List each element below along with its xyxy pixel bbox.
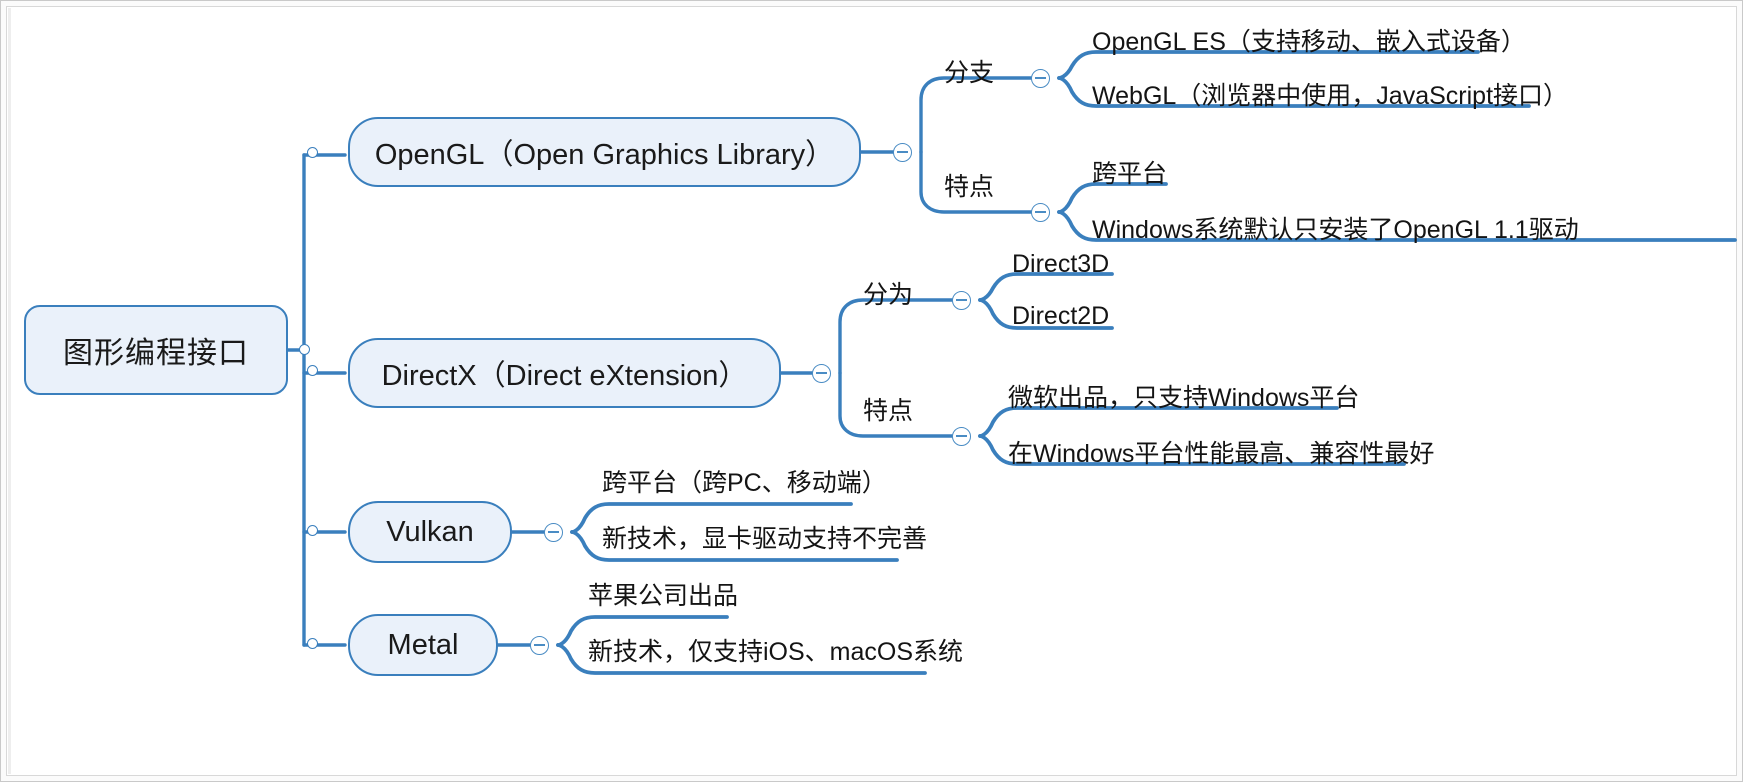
collapse-toggle-vulkan[interactable]	[544, 523, 563, 542]
collapse-toggle-directx-divided[interactable]	[952, 291, 971, 310]
leaf-directx-microsoft[interactable]: 微软出品，只支持Windows平台	[1008, 384, 1360, 412]
leaf-metal-new-tech[interactable]: 新技术，仅支持iOS、macOS系统	[588, 638, 964, 666]
root-node[interactable]: 图形编程接口	[24, 305, 288, 395]
branch-endcap-directx-icon	[307, 365, 318, 376]
group-label-opengl-branches: 分支	[944, 59, 995, 87]
group-label-opengl-features: 特点	[944, 173, 995, 201]
collapse-toggle-directx-features[interactable]	[952, 427, 971, 446]
leaf-vulkan-cross-platform[interactable]: 跨平台（跨PC、移动端）	[602, 469, 887, 497]
leaf-direct3d[interactable]: Direct3D	[1012, 249, 1110, 278]
branch-node-metal-label: Metal	[387, 628, 459, 661]
group-label-directx-divided: 分为	[863, 281, 914, 309]
branch-node-directx[interactable]: DirectX（Direct eXtension）	[348, 338, 781, 408]
collapse-toggle-opengl-features[interactable]	[1031, 203, 1050, 222]
branch-node-vulkan-label: Vulkan	[386, 515, 474, 548]
leaf-directx-performance[interactable]: 在Windows平台性能最高、兼容性最好	[1008, 440, 1435, 468]
branch-node-directx-label: DirectX（Direct eXtension）	[381, 360, 748, 392]
branch-endcap-vulkan-icon	[307, 525, 318, 536]
leaf-webgl[interactable]: WebGL（浏览器中使用，JavaScript接口）	[1092, 82, 1569, 110]
leaf-opengl-windows-driver[interactable]: Windows系统默认只安装了OpenGL 1.1驱动	[1092, 216, 1579, 244]
branch-node-opengl-label: OpenGL（Open Graphics Library）	[374, 139, 835, 171]
vertical-scrollbar[interactable]	[8, 8, 11, 774]
branch-endcap-opengl-icon	[307, 147, 318, 158]
branch-node-opengl[interactable]: OpenGL（Open Graphics Library）	[348, 117, 861, 187]
leaf-metal-apple[interactable]: 苹果公司出品	[588, 582, 739, 610]
root-node-label: 图形编程接口	[63, 337, 249, 370]
collapse-toggle-opengl[interactable]	[893, 143, 912, 162]
leaf-opengl-cross-platform[interactable]: 跨平台	[1092, 160, 1168, 188]
collapse-toggle-metal[interactable]	[530, 636, 549, 655]
group-label-directx-features: 特点	[863, 397, 914, 425]
leaf-direct2d[interactable]: Direct2D	[1012, 301, 1110, 330]
leaf-vulkan-new-tech[interactable]: 新技术，显卡驱动支持不完善	[602, 525, 928, 553]
branch-node-metal[interactable]: Metal	[348, 614, 498, 676]
root-endcap-icon	[299, 344, 310, 355]
collapse-toggle-opengl-branches[interactable]	[1031, 69, 1050, 88]
leaf-opengl-es[interactable]: OpenGL ES（支持移动、嵌入式设备）	[1092, 28, 1526, 56]
branch-node-vulkan[interactable]: Vulkan	[348, 501, 512, 563]
collapse-toggle-directx[interactable]	[812, 364, 831, 383]
branch-endcap-metal-icon	[307, 638, 318, 649]
